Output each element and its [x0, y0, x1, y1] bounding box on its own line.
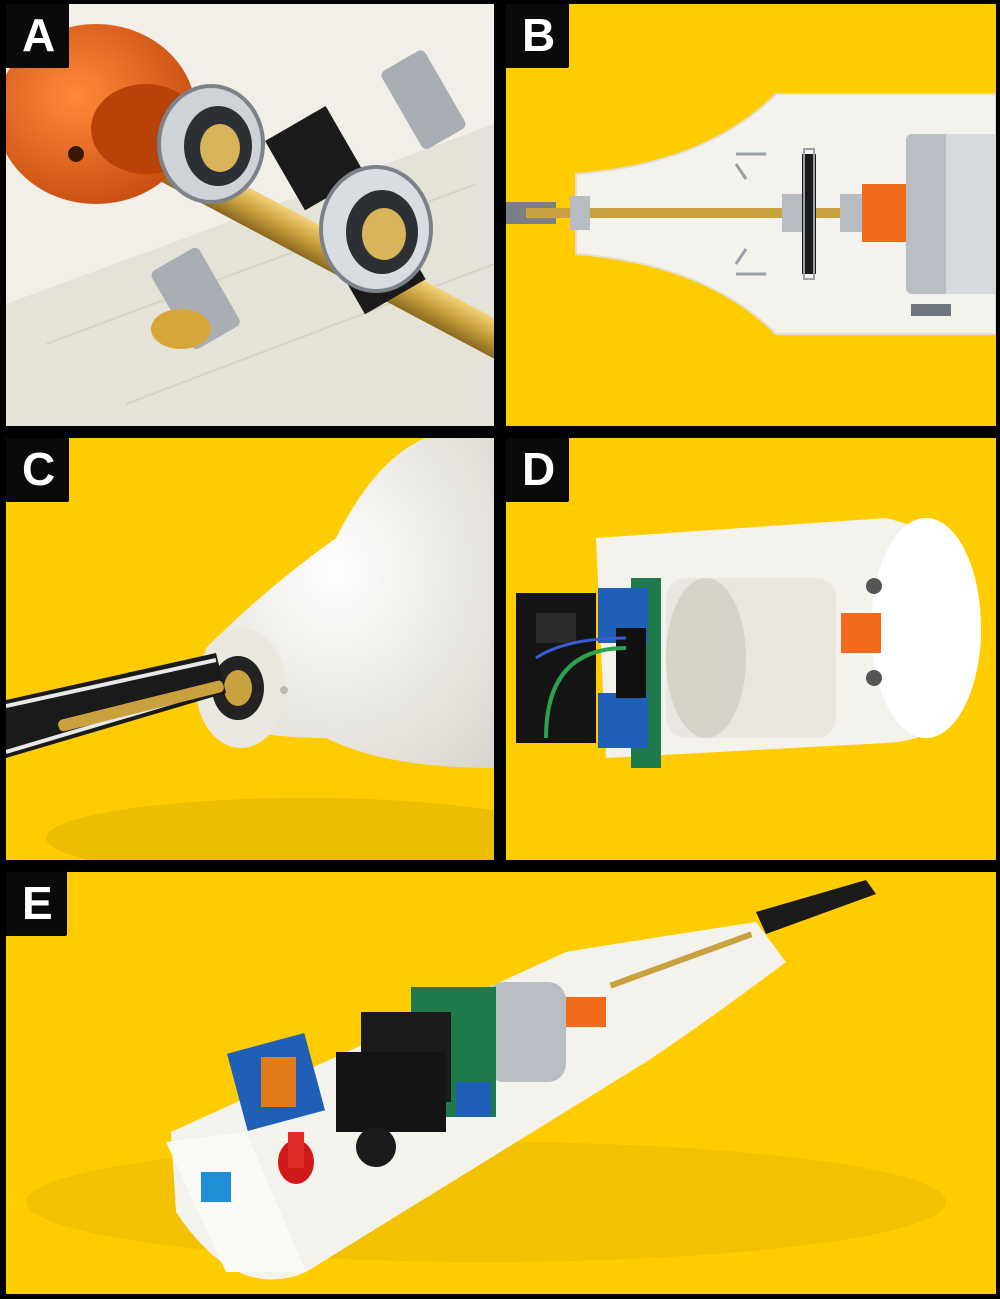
panel-b: B	[506, 4, 996, 426]
panel-e: E	[6, 872, 996, 1294]
panel-label: D	[506, 438, 570, 502]
panel-c-illustration	[6, 438, 494, 860]
panel-e-illustration	[26, 880, 946, 1280]
panel-label: E	[6, 872, 67, 936]
panel-b-illustration	[506, 93, 996, 335]
panel-a-illustration	[6, 4, 494, 426]
panel-label: B	[506, 4, 570, 68]
panel-d-illustration	[516, 518, 981, 768]
panel-label: C	[6, 438, 70, 502]
panel-d: D	[506, 438, 996, 860]
panel-a: A	[6, 4, 494, 426]
panel-c: C	[6, 438, 494, 860]
panel-label: A	[6, 4, 70, 68]
